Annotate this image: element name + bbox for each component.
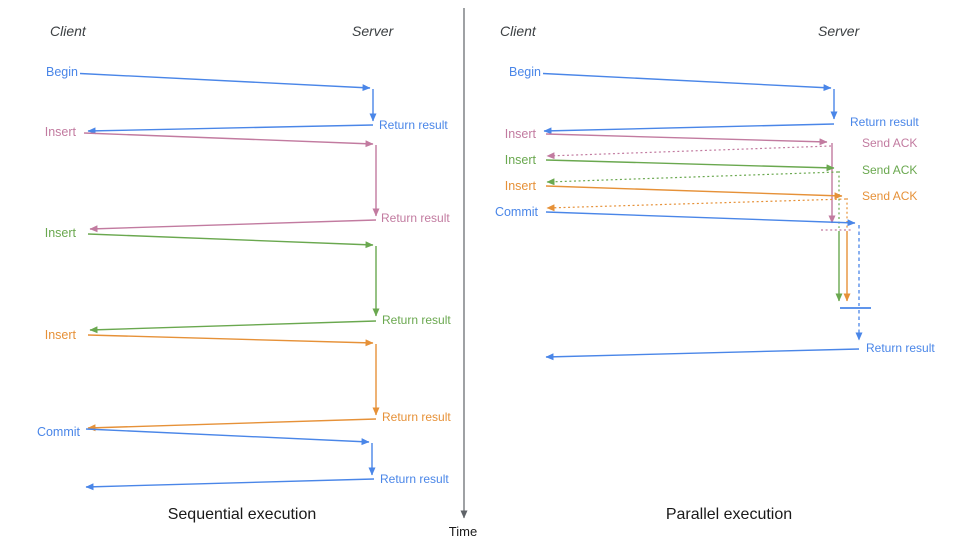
return-label: Return result [379, 118, 448, 132]
op-label: Insert [505, 179, 537, 193]
ack-line [546, 145, 832, 160]
request-line [87, 233, 374, 249]
return-label: Return result [381, 211, 450, 225]
response-line [89, 219, 377, 233]
op-label: Insert [505, 127, 537, 141]
seq-op-insert-1: Insert Return result [45, 125, 450, 233]
response-line [545, 348, 860, 361]
op-label: Insert [45, 328, 77, 342]
request-line [79, 72, 371, 92]
op-label: Commit [495, 205, 539, 219]
client-lane-header: Client [50, 23, 87, 39]
time-axis: Time [449, 8, 477, 539]
request-line [545, 185, 843, 200]
par-op-insert-1: Insert Send ACK [505, 127, 917, 231]
seq-op-commit: Commit Return result [37, 425, 449, 491]
return-label: Return result [850, 115, 919, 129]
return-label: Return result [380, 472, 449, 486]
ack-line [546, 171, 839, 186]
op-label: Begin [509, 65, 541, 79]
server-lane-header: Server [818, 23, 861, 39]
return-label: Return result [382, 313, 451, 327]
return-label: Return result [866, 341, 935, 355]
op-label: Insert [45, 125, 77, 139]
response-line [89, 320, 377, 334]
ack-label: Send ACK [862, 163, 917, 177]
parallel-panel-title: Parallel execution [666, 506, 792, 523]
request-line [83, 132, 374, 148]
par-op-begin: Begin Return result [509, 65, 919, 135]
request-line [545, 159, 835, 172]
par-op-commit: Commit Return result [495, 205, 935, 361]
sequential-panel: Client Server Begin Return result Insert… [37, 23, 451, 523]
par-op-insert-2: Insert Send ACK [505, 153, 917, 302]
request-line [542, 72, 832, 92]
request-line [545, 133, 828, 146]
client-lane-header: Client [500, 23, 537, 39]
par-op-insert-3: Insert Send ACK [505, 179, 917, 302]
seq-op-begin: Begin Return result [46, 65, 448, 135]
sequential-panel-title: Sequential execution [168, 506, 317, 523]
parallel-panel: Client Server Begin Return result Insert… [495, 23, 935, 523]
seq-op-insert-3: Insert Return result [45, 328, 451, 432]
response-line [85, 478, 375, 491]
request-line [545, 211, 856, 227]
op-label: Insert [45, 226, 77, 240]
response-line [543, 123, 835, 135]
time-axis-label: Time [449, 524, 477, 539]
ack-label: Send ACK [862, 189, 917, 203]
request-line [85, 428, 370, 446]
response-line [87, 124, 374, 135]
ack-line [546, 198, 847, 212]
op-label: Begin [46, 65, 78, 79]
response-line [87, 418, 377, 432]
request-line [87, 334, 374, 347]
seq-op-insert-2: Insert Return result [45, 226, 451, 334]
server-lane-header: Server [352, 23, 395, 39]
return-label: Return result [382, 410, 451, 424]
op-label: Commit [37, 425, 81, 439]
op-label: Insert [505, 153, 537, 167]
ack-label: Send ACK [862, 136, 917, 150]
